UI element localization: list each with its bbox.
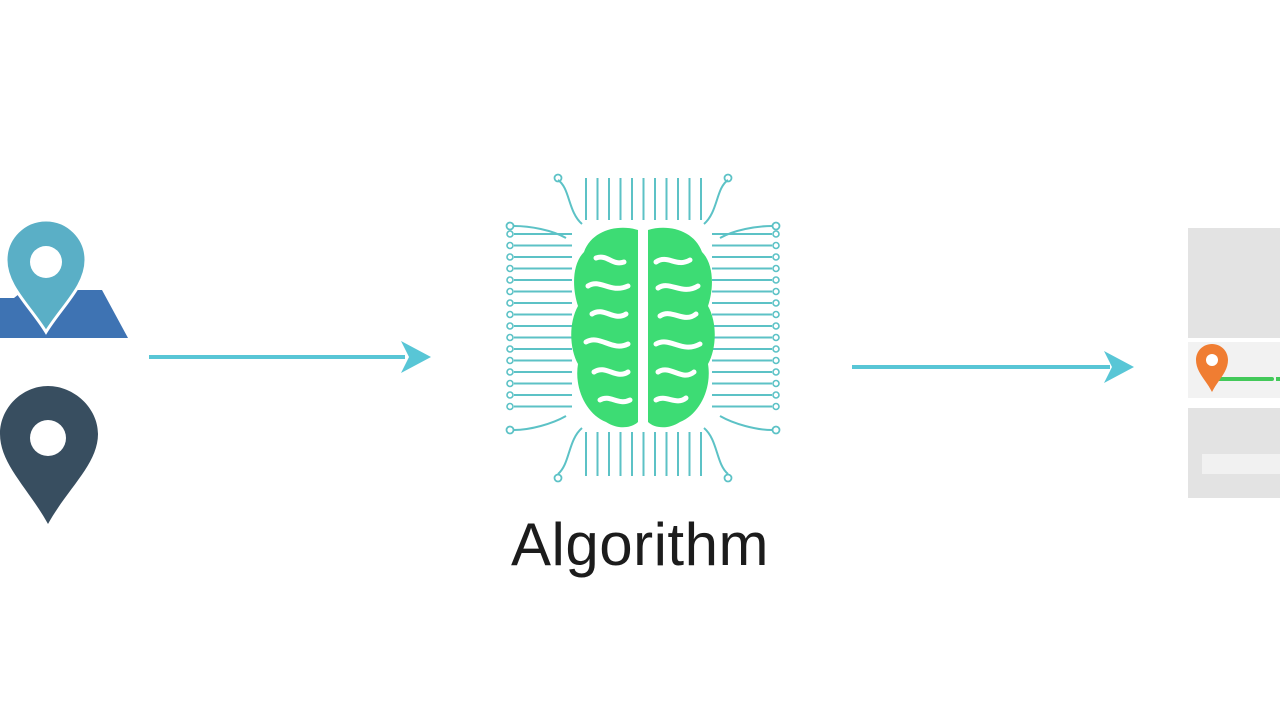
circuit-node xyxy=(772,356,780,365)
circuit-node xyxy=(506,276,514,284)
circuit-node xyxy=(505,221,515,231)
circuit-node xyxy=(505,425,515,435)
circuit-node xyxy=(506,253,514,261)
card-text-bar xyxy=(1202,454,1280,474)
brain-fold xyxy=(583,337,631,349)
circuit-node xyxy=(506,310,514,319)
circuit-node xyxy=(771,425,781,435)
location-pin-icon xyxy=(0,386,98,524)
circuit-node xyxy=(772,379,780,388)
circuit-trace xyxy=(703,427,729,475)
circuit-node xyxy=(772,391,780,399)
brain-fold xyxy=(653,339,703,350)
brain-chip-icon xyxy=(505,173,781,483)
circuit-node xyxy=(506,368,514,376)
circuit-node xyxy=(772,230,780,238)
circuit-node xyxy=(506,287,514,296)
circuit-trace xyxy=(719,415,773,431)
brain-right-hemisphere xyxy=(648,227,715,428)
circuit-node xyxy=(772,253,780,261)
brain-fold xyxy=(593,254,627,266)
circuit-node xyxy=(506,402,514,411)
circuit-node xyxy=(772,345,780,353)
circuit-trace xyxy=(703,179,729,225)
circuit-trace xyxy=(557,179,583,225)
card-bottom-panel xyxy=(1188,408,1280,498)
card-top-panel xyxy=(1188,228,1280,338)
circuit-node xyxy=(506,230,514,238)
brain-fold xyxy=(589,309,629,319)
brain-fold xyxy=(655,367,697,378)
circuit-node xyxy=(772,333,780,342)
circuit-node xyxy=(553,173,563,183)
circuit-node xyxy=(772,310,780,319)
brain-fold xyxy=(591,367,631,377)
flow-arrow-1 xyxy=(149,341,431,373)
circuit-node xyxy=(772,287,780,296)
circuit-node xyxy=(506,345,514,353)
map-pin-icon xyxy=(0,218,128,338)
circuit-node xyxy=(772,264,780,273)
brain-left-hemisphere xyxy=(571,227,638,428)
circuit-node xyxy=(772,299,780,307)
output-route-card xyxy=(1188,228,1280,498)
circuit-node xyxy=(506,379,514,388)
route-map-icon xyxy=(1188,228,1280,498)
circuit-node xyxy=(506,241,514,250)
circuit-node xyxy=(723,473,733,483)
circuit-node xyxy=(772,368,780,376)
circuit-node xyxy=(506,322,514,330)
circuit-node xyxy=(506,333,514,342)
circuit-node xyxy=(772,276,780,284)
brain-fold xyxy=(585,281,631,291)
circuit-node xyxy=(723,173,733,183)
flow-arrow-2 xyxy=(852,351,1134,383)
map-strip xyxy=(0,290,128,338)
circuit-node xyxy=(772,402,780,411)
orange-pin xyxy=(1196,344,1228,392)
input-locations xyxy=(0,210,140,540)
brain-fold xyxy=(655,283,701,292)
circuit-node xyxy=(506,391,514,399)
circuit-trace xyxy=(513,225,567,239)
circuit-trace xyxy=(719,225,773,239)
circuit-node xyxy=(772,241,780,250)
circuit-trace xyxy=(557,427,583,475)
circuit-node xyxy=(506,299,514,307)
circuit-node xyxy=(553,473,563,483)
brain-fold xyxy=(653,395,689,404)
circuit-node xyxy=(506,356,514,365)
brain-fold xyxy=(653,256,693,266)
circuit-node xyxy=(771,221,781,231)
brain-fold xyxy=(657,311,699,320)
brain-fold xyxy=(597,395,633,405)
circuit-node xyxy=(772,322,780,330)
algorithm-label: Algorithm xyxy=(511,511,769,578)
circuit-node xyxy=(506,264,514,273)
circuit-trace xyxy=(513,415,567,431)
